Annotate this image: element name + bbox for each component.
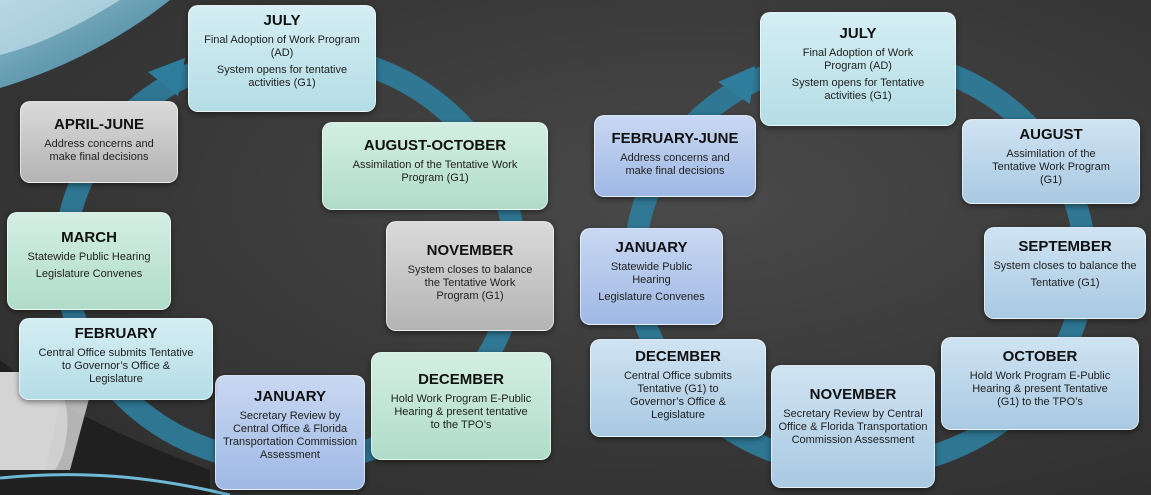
right-november-box: NOVEMBER Secretary Review by Central Off…: [771, 365, 935, 488]
left-november-line-1: System closes to balance the Tentative W…: [407, 264, 533, 302]
left-july-title: JULY: [263, 12, 301, 29]
right-october-title: OCTOBER: [1002, 348, 1078, 365]
left-aug-oct-box: AUGUST-OCTOBER Assimilation of the Tenta…: [322, 122, 548, 210]
left-aug-oct-title: AUGUST-OCTOBER: [363, 137, 507, 154]
right-november-line-1: Secretary Review by Central Office & Flo…: [778, 408, 928, 446]
cycle-arrow-left: [148, 58, 185, 96]
right-august-line-1: Assimilation of the Tentative Work Progr…: [992, 148, 1110, 186]
right-august-box: AUGUST Assimilation of the Tentative Wor…: [962, 119, 1140, 204]
right-september-title: SEPTEMBER: [1018, 238, 1112, 255]
right-january-title: JANUARY: [615, 239, 688, 256]
left-july-box: JULY Final Adoption of Work Program (AD)…: [188, 5, 376, 112]
right-january-line-1: Statewide Public Hearing: [610, 261, 693, 286]
right-july-box: JULY Final Adoption of Work Program (AD)…: [760, 12, 956, 126]
left-december-title: DECEMBER: [418, 371, 504, 388]
left-february-box: FEBRUARY Central Office submits Tentativ…: [19, 318, 213, 400]
left-aug-oct-line-1: Assimilation of the Tentative Work Progr…: [352, 159, 518, 184]
swoosh-bottom-line: [0, 473, 231, 495]
right-november-title: NOVEMBER: [809, 386, 897, 403]
right-december-box: DECEMBER Central Office submits Tentativ…: [590, 339, 766, 437]
right-january-line-2: Legislature Convenes: [598, 291, 705, 303]
left-january-title: JANUARY: [254, 388, 326, 405]
right-feb-june-title: FEBRUARY-JUNE: [611, 130, 739, 147]
logo-fragment-2: [45, 395, 90, 470]
right-july-title: JULY: [839, 25, 877, 42]
left-april-june-title: APRIL-JUNE: [53, 116, 144, 133]
right-october-line-1: Hold Work Program E-Public Hearing & pre…: [969, 370, 1111, 408]
left-march-line-2: Legislature Convenes: [35, 268, 143, 280]
right-july-line-2: System opens for Tentative activities (G…: [791, 77, 925, 102]
right-december-line-1: Central Office submits Tentative (G1) to…: [623, 370, 732, 421]
right-july-line-1: Final Adoption of Work Program (AD): [802, 47, 914, 72]
left-april-june-line-1: Address concerns and make final decision…: [44, 138, 154, 163]
right-september-box: SEPTEMBER System closes to balance the T…: [984, 227, 1146, 319]
swoosh-top-left-highlight: [0, 0, 120, 55]
swoosh-top-left: [0, 0, 170, 88]
left-july-line-2: System opens for tentative activities (G…: [216, 64, 348, 89]
right-october-box: OCTOBER Hold Work Program E-Public Heari…: [941, 337, 1139, 430]
left-february-title: FEBRUARY: [74, 325, 158, 342]
left-february-line-1: Central Office submits Tentative to Gove…: [38, 347, 194, 385]
left-december-line-1: Hold Work Program E-Public Hearing & pre…: [390, 393, 532, 431]
left-november-title: NOVEMBER: [426, 242, 514, 259]
right-september-line-1: System closes to balance the: [993, 260, 1137, 272]
right-september-line-2: Tentative (G1): [1030, 277, 1100, 289]
right-december-title: DECEMBER: [635, 348, 721, 365]
right-feb-june-line-1: Address concerns and make final decision…: [620, 152, 730, 177]
left-january-box: JANUARY Secretary Review by Central Offi…: [215, 375, 365, 490]
right-august-title: AUGUST: [1019, 126, 1083, 143]
left-december-box: DECEMBER Hold Work Program E-Public Hear…: [371, 352, 551, 460]
left-april-june-box: APRIL-JUNE Address concerns and make fin…: [20, 101, 178, 183]
right-january-box: JANUARY Statewide Public Hearing Legisla…: [580, 228, 723, 325]
left-july-line-1: Final Adoption of Work Program (AD): [204, 34, 360, 59]
left-march-title: MARCH: [61, 229, 117, 246]
left-november-box: NOVEMBER System closes to balance the Te…: [386, 221, 554, 331]
right-feb-june-box: FEBRUARY-JUNE Address concerns and make …: [594, 115, 756, 197]
left-january-line-1: Secretary Review by Central Office & Flo…: [222, 410, 358, 461]
left-march-line-1: Statewide Public Hearing: [27, 251, 151, 263]
cycle-arrow-right: [718, 66, 755, 104]
left-march-box: MARCH Statewide Public Hearing Legislatu…: [7, 212, 171, 310]
